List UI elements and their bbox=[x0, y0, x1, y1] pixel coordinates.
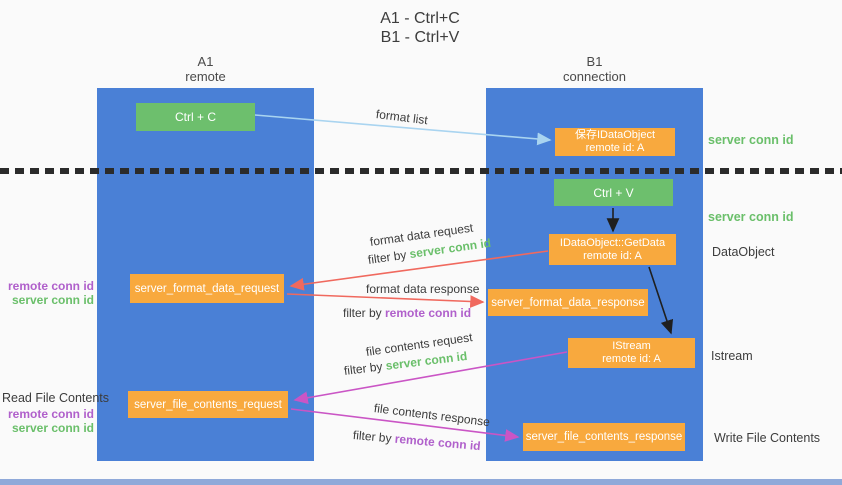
ctrl-c-label: Ctrl + C bbox=[174, 110, 216, 124]
getdata-line2: remote id: A bbox=[583, 249, 642, 262]
server-file-contents-response-label: server_file_contents_response bbox=[525, 431, 683, 443]
server-format-data-request-label: server_format_data_request bbox=[134, 282, 280, 295]
file-contents-response-label: file contents response bbox=[373, 401, 491, 430]
format-data-response-filter: filter by remote conn id bbox=[343, 306, 471, 320]
format-data-response-label: format data response bbox=[366, 282, 480, 296]
left-server-conn-id-1: server conn id bbox=[11, 293, 94, 307]
server-format-data-response-label: server_format_data_response bbox=[491, 296, 645, 309]
title-line-1: A1 - Ctrl+C bbox=[380, 10, 460, 27]
server-file-contents-request-box: server_file_contents_request bbox=[128, 391, 288, 418]
istream-annotation: Istream bbox=[711, 349, 753, 363]
server-file-contents-request-label: server_file_contents_request bbox=[134, 398, 282, 411]
istream-box: IStream remote id: A bbox=[568, 338, 695, 368]
left-remote-conn-id-1: remote conn id bbox=[7, 279, 94, 293]
getdata-box: IDataObject::GetData remote id: A bbox=[549, 234, 676, 265]
save-dataobject-line2: remote id: A bbox=[585, 142, 645, 154]
lifeline-header-b1: B1 connection bbox=[486, 54, 703, 84]
diagram-title: A1 - Ctrl+C B1 - Ctrl+V bbox=[330, 9, 510, 47]
server-format-data-response-box: server_format_data_response bbox=[488, 289, 648, 316]
lifeline-b1-role: connection bbox=[563, 69, 626, 84]
lifeline-header-a1: A1 remote bbox=[97, 54, 314, 84]
istream-line2: remote id: A bbox=[602, 353, 661, 365]
bottom-window-edge bbox=[0, 479, 842, 485]
server-file-contents-response-box: server_file_contents_response bbox=[523, 423, 685, 451]
remote-conn-id-key: remote conn id bbox=[394, 431, 482, 454]
title-line-2: B1 - Ctrl+V bbox=[380, 29, 460, 46]
left-server-conn-id-2: server conn id bbox=[11, 421, 94, 435]
remote-conn-id-key: remote conn id bbox=[385, 306, 472, 320]
server-format-data-request-box: server_format_data_request bbox=[130, 274, 284, 303]
right-server-conn-id-1: server conn id bbox=[708, 133, 794, 147]
lifeline-b1-name: B1 bbox=[586, 54, 603, 69]
ctrl-c-action-box: Ctrl + C bbox=[136, 103, 255, 131]
left-conn-id-pair-1: remote conn id server conn id bbox=[0, 279, 94, 307]
filter-by-text: filter by bbox=[343, 358, 387, 378]
lifeline-a1-name: A1 bbox=[197, 54, 214, 69]
format-list-label: format list bbox=[375, 107, 429, 128]
ctrl-v-label: Ctrl + V bbox=[593, 185, 634, 200]
file-contents-response-filter: filter by remote conn id bbox=[352, 428, 481, 453]
left-conn-id-pair-2: remote conn id server conn id bbox=[0, 407, 94, 435]
ctrl-v-action-box: Ctrl + V bbox=[554, 179, 673, 206]
istream-line1: IStream bbox=[612, 340, 651, 352]
filter-by-text: filter by bbox=[352, 428, 396, 446]
filter-by-text: filter by bbox=[343, 306, 386, 320]
dataobject-annotation: DataObject bbox=[712, 245, 775, 259]
right-server-conn-id-2: server conn id bbox=[708, 210, 794, 224]
copy-paste-separator-line bbox=[0, 168, 842, 174]
left-remote-conn-id-2: remote conn id bbox=[7, 407, 94, 421]
save-dataobject-box: 保存IDataObject remote id: A bbox=[555, 128, 675, 156]
filter-by-text: filter by bbox=[367, 247, 411, 267]
lifeline-a1-role: remote bbox=[185, 69, 226, 84]
read-file-contents-annotation: Read File Contents bbox=[2, 391, 110, 405]
getdata-line1: IDataObject::GetData bbox=[559, 236, 666, 249]
write-file-contents-annotation: Write File Contents bbox=[714, 431, 821, 445]
save-dataobject-line1: 保存IDataObject bbox=[574, 129, 656, 141]
